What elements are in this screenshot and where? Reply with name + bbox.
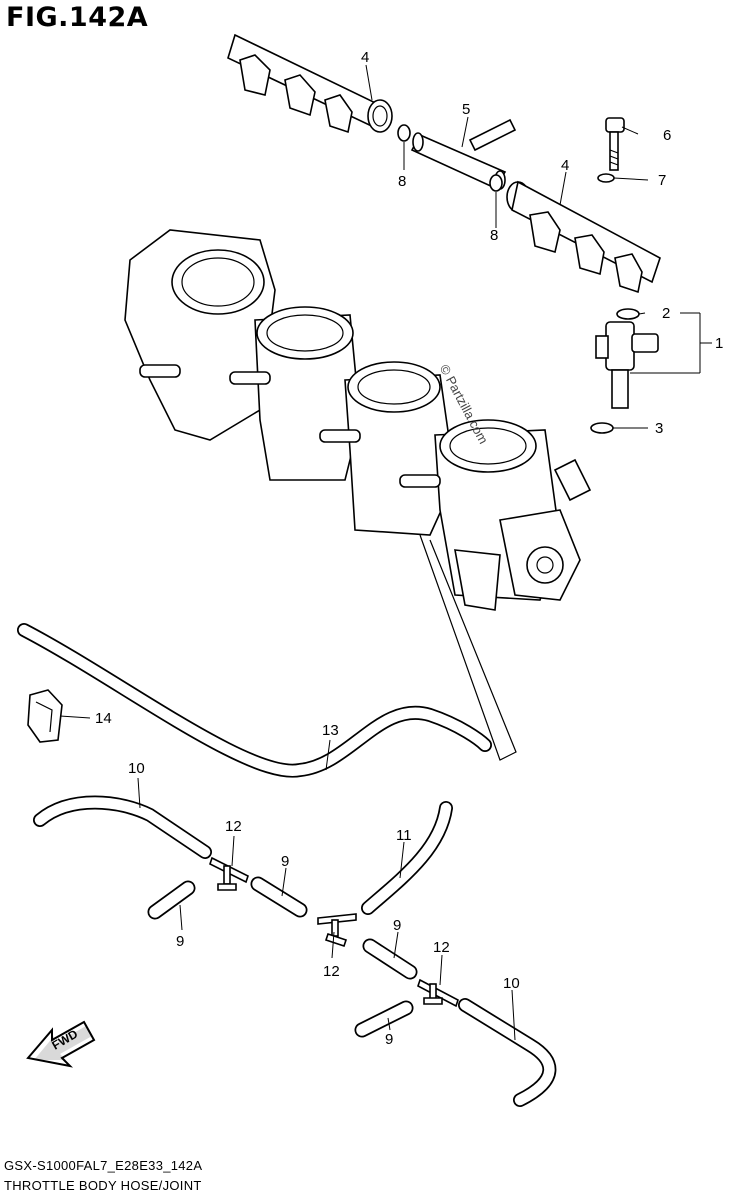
callout-12-mid: 12 bbox=[323, 963, 340, 980]
injector-o-ring-bottom bbox=[590, 422, 614, 434]
throttle-body-assembly bbox=[124, 229, 592, 611]
bolt bbox=[605, 117, 625, 171]
figure-code: GSX-S1000FAL7_E28E33_142A bbox=[4, 1158, 203, 1173]
hose-10-left bbox=[33, 795, 212, 859]
fuel-rail-left bbox=[227, 33, 393, 134]
callout-7: 7 bbox=[658, 172, 666, 189]
callout-4-right: 4 bbox=[561, 157, 569, 174]
callout-12-right: 12 bbox=[433, 939, 450, 956]
callout-10-right: 10 bbox=[503, 975, 520, 992]
leader-lines bbox=[59, 64, 712, 1041]
callout-1: 1 bbox=[715, 335, 723, 352]
injector-o-ring-top bbox=[616, 308, 640, 320]
callout-8-left: 8 bbox=[398, 173, 406, 190]
callout-11: 11 bbox=[396, 827, 412, 844]
hose-9-a bbox=[147, 880, 196, 920]
clamp bbox=[27, 689, 63, 743]
callout-4-left: 4 bbox=[361, 49, 369, 66]
t-joint-b bbox=[317, 913, 357, 948]
callout-13: 13 bbox=[322, 722, 339, 739]
callout-9-right: 9 bbox=[393, 917, 401, 934]
o-ring-left bbox=[397, 124, 411, 142]
fwd-arrow: FWD bbox=[26, 1020, 96, 1068]
callout-14: 14 bbox=[95, 710, 112, 727]
figure-caption: THROTTLE BODY HOSE/JOINT bbox=[4, 1178, 202, 1193]
callout-5: 5 bbox=[462, 101, 470, 118]
fuel-rail-right bbox=[506, 180, 661, 294]
fuel-injector bbox=[595, 321, 659, 409]
callout-12-top: 12 bbox=[225, 818, 242, 835]
figure-title: FIG.142A bbox=[6, 2, 149, 33]
callout-2: 2 bbox=[662, 305, 670, 322]
hose-9-d bbox=[354, 1000, 414, 1038]
hose-10-right bbox=[458, 998, 557, 1107]
t-joint-a bbox=[209, 856, 249, 891]
hose-11 bbox=[361, 801, 453, 915]
hose-13 bbox=[17, 623, 492, 778]
o-ring-right bbox=[489, 174, 503, 192]
hose-9-c bbox=[362, 938, 418, 980]
callout-8-right: 8 bbox=[490, 227, 498, 244]
callout-10-left: 10 bbox=[128, 760, 145, 777]
hose-9-b bbox=[250, 876, 308, 918]
callout-9-left: 9 bbox=[176, 933, 184, 950]
washer bbox=[597, 173, 615, 183]
t-joint-c bbox=[417, 978, 459, 1008]
callout-6: 6 bbox=[663, 127, 671, 144]
callout-9-bottom: 9 bbox=[385, 1031, 393, 1048]
callout-3: 3 bbox=[655, 420, 663, 437]
leader-line bbox=[419, 534, 517, 761]
callout-9-mid: 9 bbox=[281, 853, 289, 870]
